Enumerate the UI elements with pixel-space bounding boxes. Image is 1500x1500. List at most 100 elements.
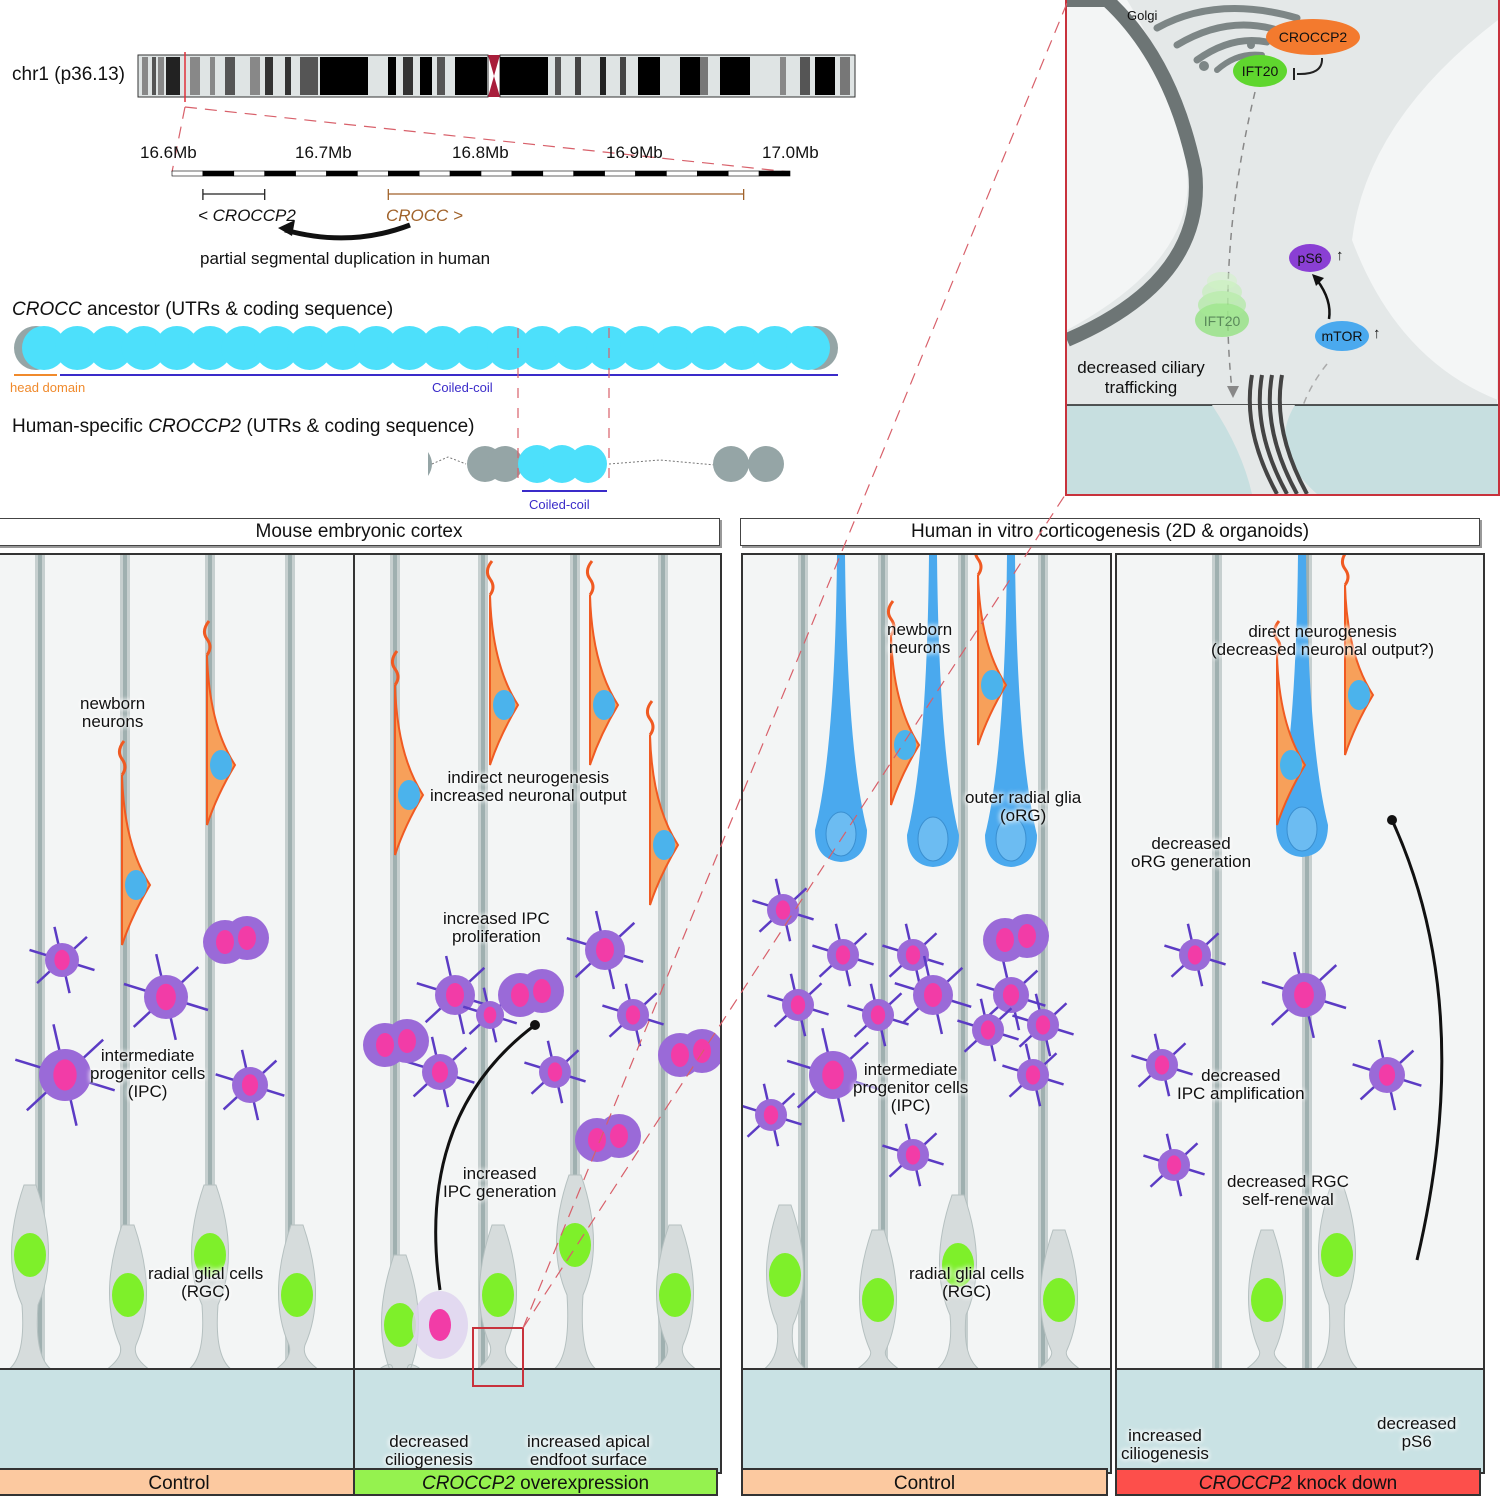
label-line: decreased — [389, 1432, 469, 1451]
chromosome-band — [265, 57, 273, 95]
croccp2-label: CROCCP2 — [1278, 29, 1348, 45]
ipc-nucleus — [870, 1005, 886, 1025]
panel-cells — [363, 555, 720, 1413]
right-cell-membrane — [1352, 0, 1498, 470]
coding-exon — [320, 326, 365, 370]
footer-condition: Control — [893, 1473, 956, 1494]
duplication-arrow — [284, 222, 411, 241]
newborn-neuron — [589, 594, 620, 766]
chromosome-band — [190, 57, 200, 95]
label-line: increased — [462, 1164, 537, 1183]
coding-exon — [387, 326, 432, 370]
ipc-nucleus — [156, 983, 176, 1011]
footer-mouse-overexpression: CROCCP2 overexpression — [353, 1468, 718, 1496]
process-arrow — [434, 1023, 536, 1291]
trafficking-path — [1227, 91, 1256, 391]
newborn-neuron — [489, 594, 520, 766]
cilium-inset: Golgi CROCCP2 IFT20 IFT20 pS6 ↑ mTOR ↑ d… — [1065, 0, 1500, 496]
neuron-nucleus — [493, 690, 515, 720]
human-section-header: Human in vitro corticogenesis (2D & orga… — [740, 518, 1480, 546]
newborn-neuron — [206, 654, 237, 826]
label-outer-radial-glia: outer radial glia(oRG) — [965, 789, 1081, 825]
label-line: IPC generation — [443, 1182, 557, 1201]
ipc-nucleus — [429, 1309, 451, 1341]
rgc-nucleus — [384, 1303, 416, 1347]
rgc-nucleus — [659, 1273, 691, 1317]
scale-tick-label: 16.6Mb — [140, 143, 197, 162]
chromosome-band — [285, 57, 291, 95]
label-line: (IPC) — [127, 1082, 168, 1101]
rgc-nucleus — [1043, 1278, 1075, 1322]
ipc-nucleus — [1154, 1055, 1170, 1075]
neuron-nucleus — [210, 750, 232, 780]
ipc-nucleus — [376, 1033, 394, 1057]
chromosome-band — [300, 57, 318, 95]
zoom-guide-left — [171, 106, 186, 173]
utr-exon — [487, 446, 523, 482]
ipc-nucleus — [1035, 1015, 1051, 1035]
apical-surface — [355, 1368, 720, 1472]
ipc-nucleus — [763, 1105, 779, 1125]
coding-exon — [221, 326, 266, 370]
label-line: intermediate — [100, 1046, 195, 1065]
radial-glia-fiber-core — [1215, 555, 1219, 1372]
cilium-axoneme — [1247, 374, 1279, 494]
neuron-nucleus — [1280, 750, 1302, 780]
ancestor-title-rest: ancestor (UTRs & coding sequence) — [81, 299, 394, 320]
chromosome-band — [437, 57, 445, 95]
org-nucleus — [1286, 806, 1318, 852]
label-line: (decreased neuronal output?) — [1211, 640, 1435, 659]
panel-human-knockdown: direct neurogenesis(decreased neuronal o… — [1115, 553, 1485, 1474]
head-domain-label: head domain — [10, 380, 86, 395]
chromosome-band — [158, 57, 164, 95]
ipc-nucleus — [483, 1006, 497, 1024]
label-line: endfoot surface — [529, 1450, 648, 1469]
apical-surface — [0, 1368, 362, 1472]
label-direct-neurogenesis: direct neurogenesis(decreased neuronal o… — [1211, 623, 1434, 659]
label-line: intermediate — [863, 1060, 958, 1079]
neuron-nucleus — [653, 830, 675, 860]
leading-process — [117, 740, 127, 776]
ipc-nucleus — [241, 1074, 259, 1096]
radial-glia-fiber-core — [123, 555, 127, 1372]
label-line: decreased — [1377, 1414, 1457, 1433]
ipc-nucleus — [822, 1060, 844, 1090]
left-cell-membrane — [1067, 0, 1188, 330]
label-line: (RGC) — [181, 1282, 231, 1301]
trafficking-label-line: trafficking — [1104, 378, 1178, 397]
trafficking-label-line: decreased ciliary — [1077, 358, 1205, 377]
ipc-nucleus — [625, 1005, 641, 1025]
ps6-protein — [1289, 244, 1331, 272]
footer-gene: CROCCP2 — [1198, 1473, 1292, 1494]
ipc-nucleus — [671, 1043, 689, 1067]
coding-exon — [354, 326, 399, 370]
leading-process — [974, 555, 983, 576]
radial-glia-fiber-core — [393, 555, 397, 1372]
label-line: ciliogenesis — [385, 1450, 473, 1469]
ipc-nucleus — [1187, 945, 1203, 965]
rgc-nucleus — [482, 1273, 514, 1317]
label-rgc: radial glial cells(RGC) — [909, 1265, 1024, 1301]
golgi-label: Golgi — [1127, 8, 1158, 23]
ipc-nucleus — [835, 945, 851, 965]
label-line: decreased — [1151, 834, 1231, 853]
panel-cells — [1131, 555, 1444, 1413]
ipc-nucleus — [511, 983, 529, 1007]
chromosome-band — [152, 57, 156, 95]
coding-exon — [453, 326, 498, 370]
ipc-nucleus — [905, 945, 921, 965]
chromosome-band — [225, 57, 235, 95]
ipc-nucleus — [1378, 1064, 1396, 1086]
footer-condition: overexpression — [514, 1473, 650, 1494]
protein-domains — [14, 326, 838, 492]
centromere — [488, 55, 500, 97]
label-line: neurons — [81, 712, 144, 731]
chromosome-band — [388, 57, 396, 95]
ipc-nucleus — [1166, 1155, 1182, 1175]
rgc-nucleus — [769, 1253, 801, 1297]
